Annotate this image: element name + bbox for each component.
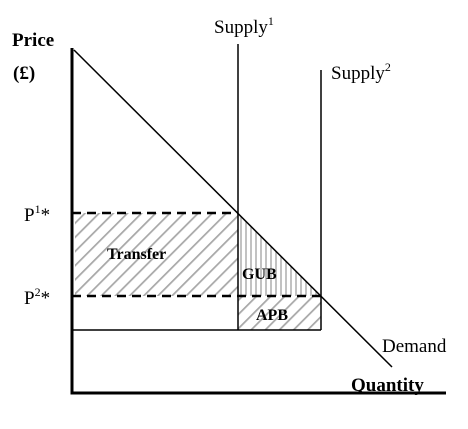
y-axis-label: Price <box>12 30 54 51</box>
p2-text: P <box>24 288 35 309</box>
p2-superscript: 2 <box>35 285 41 299</box>
gub-label: GUB <box>242 266 277 283</box>
supply-1-label: Supply1 <box>214 14 274 38</box>
supply-1-text: Supply <box>214 17 268 38</box>
p1-text: P <box>24 205 35 226</box>
transfer-region <box>75 213 238 296</box>
demand-label: Demand <box>382 336 447 357</box>
supply-2-label: Supply2 <box>331 60 391 84</box>
supply-2-superscript: 2 <box>385 60 391 74</box>
y-axis-unit: (£) <box>13 63 35 84</box>
x-axis-label: Quantity <box>351 375 424 396</box>
transfer-label: Transfer <box>107 246 166 263</box>
apb-region <box>238 296 321 330</box>
demand-line <box>73 49 393 368</box>
p2-suffix: * <box>41 288 51 309</box>
p1-label: P1* <box>24 202 50 226</box>
p1-superscript: 1 <box>35 202 41 216</box>
p2-label: P2* <box>24 285 50 309</box>
apb-label: APB <box>256 307 288 324</box>
p1-suffix: * <box>41 205 51 226</box>
supply-1-superscript: 1 <box>268 14 274 28</box>
supply-2-text: Supply <box>331 63 385 84</box>
